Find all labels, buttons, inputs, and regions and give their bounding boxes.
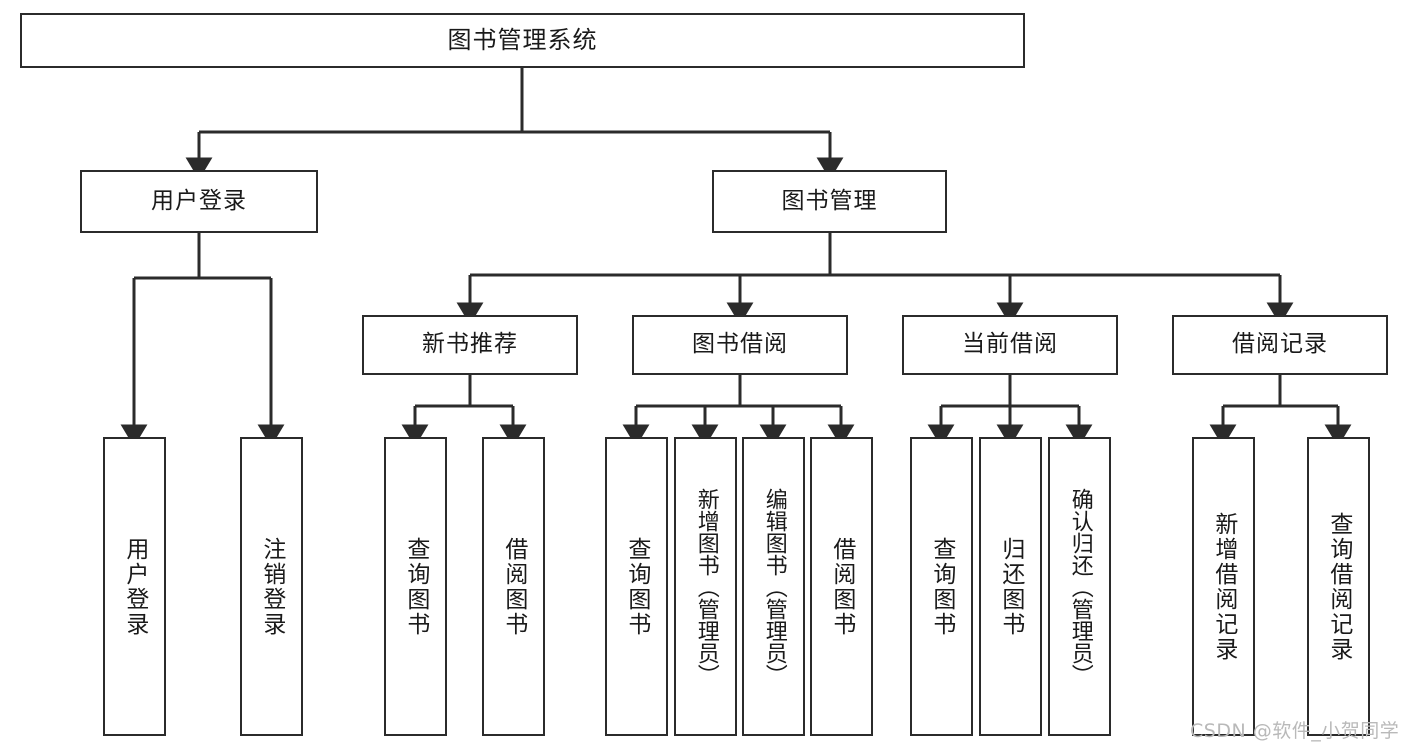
node-leaf-query-book-2[interactable]: 查询图书 <box>605 437 668 736</box>
node-current-borrow[interactable]: 当前借阅 <box>902 315 1118 375</box>
node-leaf-user-login[interactable]: 用户登录 <box>103 437 166 736</box>
node-label: 借阅图书 <box>500 536 527 637</box>
node-label: 用户登录 <box>151 187 247 214</box>
node-label: 确认归还（管理员） <box>1067 487 1093 686</box>
node-label: 新增借阅记录 <box>1210 511 1237 662</box>
node-book-borrow[interactable]: 图书借阅 <box>632 315 848 375</box>
node-label: 用户登录 <box>121 536 148 637</box>
node-label: 查询图书 <box>402 536 429 637</box>
node-leaf-edit-book[interactable]: 编辑图书（管理员） <box>742 437 805 736</box>
node-user-login[interactable]: 用户登录 <box>80 170 318 233</box>
node-label: 查询图书 <box>623 536 650 637</box>
node-label: 新增图书（管理员） <box>693 487 719 686</box>
node-leaf-add-record[interactable]: 新增借阅记录 <box>1192 437 1255 736</box>
csdn-watermark: CSDN @软件_小贺同学 <box>1190 716 1399 743</box>
node-new-book-recommend[interactable]: 新书推荐 <box>362 315 578 375</box>
node-label: 图书管理系统 <box>447 26 598 55</box>
node-leaf-user-logout[interactable]: 注销登录 <box>240 437 303 736</box>
node-leaf-borrow-book-2[interactable]: 借阅图书 <box>810 437 873 736</box>
node-label: 新书推荐 <box>422 331 518 358</box>
node-leaf-add-book[interactable]: 新增图书（管理员） <box>674 437 737 736</box>
node-leaf-confirm-return[interactable]: 确认归还（管理员） <box>1048 437 1111 736</box>
node-leaf-borrow-book-1[interactable]: 借阅图书 <box>482 437 545 736</box>
node-label: 查询借阅记录 <box>1325 511 1352 662</box>
node-label: 图书管理 <box>781 187 878 214</box>
node-label: 图书借阅 <box>692 331 788 358</box>
node-label: 编辑图书（管理员） <box>761 487 787 686</box>
node-leaf-query-book-1[interactable]: 查询图书 <box>384 437 447 736</box>
node-leaf-return-book[interactable]: 归还图书 <box>979 437 1042 736</box>
watermark-text: CSDN @软件_小贺同学 <box>1190 720 1400 742</box>
node-label: 归还图书 <box>997 536 1024 637</box>
node-leaf-query-record[interactable]: 查询借阅记录 <box>1307 437 1370 736</box>
node-root-system[interactable]: 图书管理系统 <box>20 13 1025 68</box>
node-label: 借阅记录 <box>1232 331 1328 358</box>
node-label: 借阅图书 <box>828 536 855 637</box>
node-borrow-record[interactable]: 借阅记录 <box>1172 315 1388 375</box>
node-label: 查询图书 <box>928 536 955 637</box>
node-label: 注销登录 <box>258 536 285 637</box>
node-label: 当前借阅 <box>962 331 1058 358</box>
node-book-manage[interactable]: 图书管理 <box>712 170 947 233</box>
node-leaf-query-book-3[interactable]: 查询图书 <box>910 437 973 736</box>
